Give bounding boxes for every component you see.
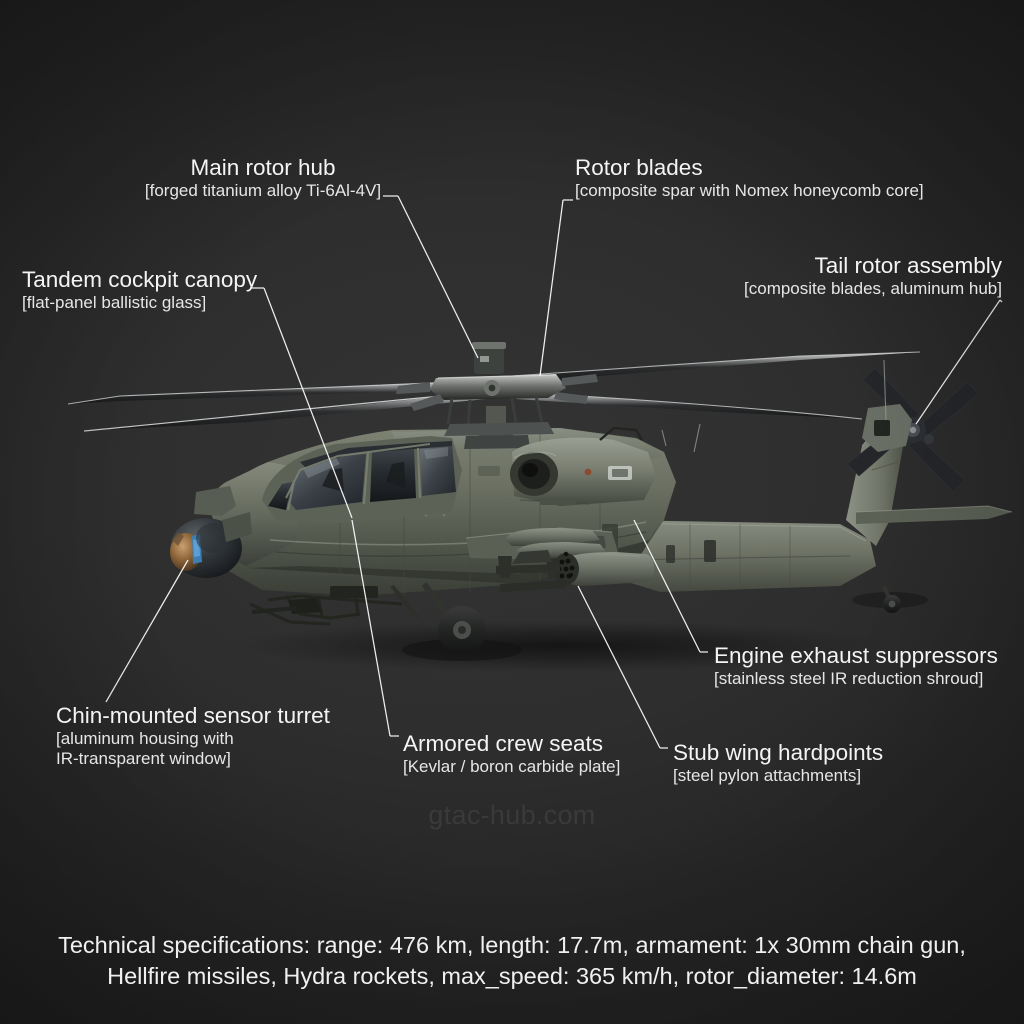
callout-spec: [forged titanium alloy Ti-6Al-4V] bbox=[144, 181, 382, 200]
callout-title: Main rotor hub bbox=[190, 155, 336, 180]
callout-spec: [stainless steel IR reduction shroud] bbox=[714, 669, 984, 688]
engine-nacelle bbox=[510, 426, 656, 506]
callout-spec-line2: IR-transparent window] bbox=[56, 749, 231, 768]
callout-sensor-turret: Chin-mounted sensor turret [aluminum hou… bbox=[56, 703, 330, 769]
watermark: gtac-hub.com bbox=[428, 800, 596, 830]
chain-gun bbox=[251, 598, 322, 614]
callout-stub-wing: Stub wing hardpoints [steel pylon attach… bbox=[673, 740, 883, 786]
callout-main-rotor-hub: Main rotor hub [forged titanium alloy Ti… bbox=[143, 155, 383, 201]
callout-spec: [steel pylon attachments] bbox=[673, 766, 862, 785]
callout-title: Tail rotor assembly bbox=[814, 253, 1002, 278]
callout-title: Tandem cockpit canopy bbox=[22, 267, 258, 292]
callout-title: Rotor blades bbox=[575, 155, 703, 180]
callout-cockpit-canopy: Tandem cockpit canopy [flat-panel ballis… bbox=[22, 267, 257, 313]
callout-spec: [aluminum housing with bbox=[56, 729, 234, 748]
tail-rotor-assembly bbox=[846, 367, 980, 493]
callout-tail-rotor-assembly: Tail rotor assembly [composite blades, a… bbox=[744, 253, 1002, 299]
callout-rotor-blades: Rotor blades [composite spar with Nomex … bbox=[575, 155, 924, 201]
callout-leader-lines bbox=[105, 195, 1003, 749]
horizontal-stabilizer bbox=[855, 505, 1013, 524]
tandem-cockpit-canopy bbox=[262, 436, 462, 524]
callout-title: Chin-mounted sensor turret bbox=[56, 703, 330, 728]
callout-title: Engine exhaust suppressors bbox=[714, 643, 998, 668]
tail-wheel bbox=[882, 585, 901, 613]
chin-sensor-turret bbox=[170, 486, 252, 578]
specifications-line-1: Technical specifications: range: 476 km,… bbox=[58, 932, 966, 958]
specifications-caption: Technical specifications: range: 476 km,… bbox=[0, 930, 1024, 992]
callout-spec: [flat-panel ballistic glass] bbox=[22, 293, 207, 312]
callout-spec: [composite spar with Nomex honeycomb cor… bbox=[575, 181, 924, 200]
callout-spec: [composite blades, aluminum hub] bbox=[744, 279, 1002, 298]
callout-title: Armored crew seats bbox=[403, 731, 604, 756]
callout-spec: [Kevlar / boron carbide plate] bbox=[403, 757, 621, 776]
antennas bbox=[661, 359, 887, 453]
main-rotor-hub bbox=[396, 342, 598, 449]
tail-boom bbox=[608, 520, 876, 592]
specifications-line-2: Hellfire missiles, Hydra rockets, max_sp… bbox=[107, 963, 917, 989]
callout-engine-exhaust: Engine exhaust suppressors [stainless st… bbox=[714, 643, 998, 689]
callout-crew-seats: Armored crew seats [Kevlar / boron carbi… bbox=[403, 731, 620, 777]
rocket-pod bbox=[496, 550, 655, 592]
callout-title: Stub wing hardpoints bbox=[673, 740, 884, 765]
